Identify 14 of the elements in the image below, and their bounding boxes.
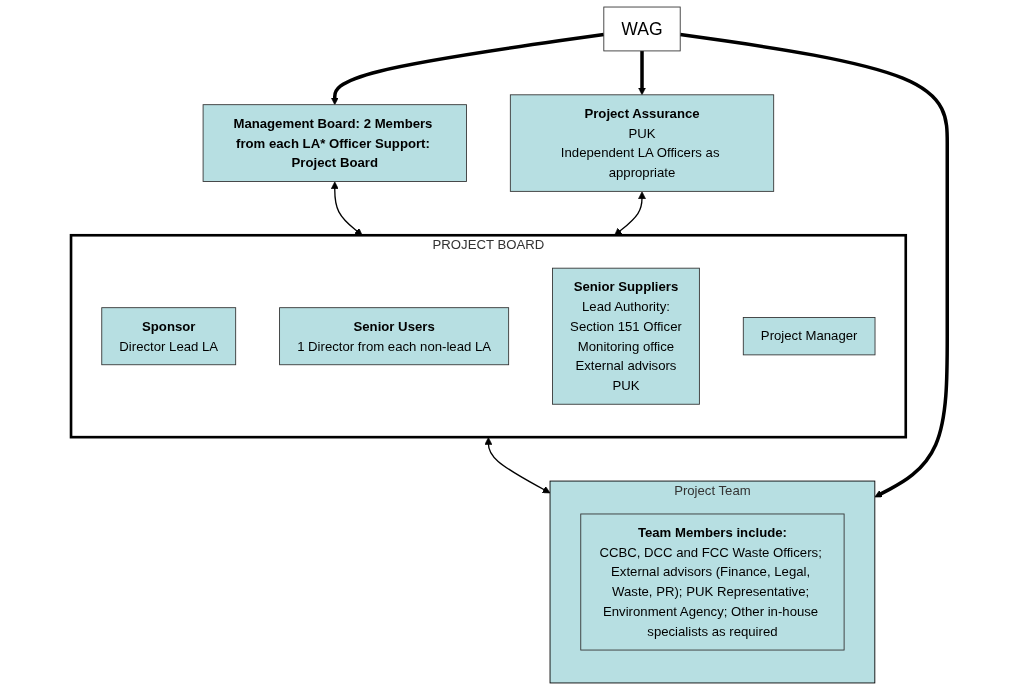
node-box: Project Assurance PUK Independent LA Officers as appropriate <box>510 94 775 192</box>
arrow <box>331 32 605 106</box>
node-box: Senior Suppliers Lead Authority: Section 151 Officer Monitoring office External advisors PUK <box>552 267 701 405</box>
node-box: Team Members include: CCBC, DCC and FCC Waste Officers; External advisors (Finance, Legal, Waste, PR); PUK Representative; Environment Agency; Other in-house specialists as required <box>580 513 845 651</box>
arrow <box>638 50 647 96</box>
arrow <box>614 191 647 236</box>
node-box: Management Board: 2 Members from each LA* Officer Support: Project Board <box>203 104 468 182</box>
arrow <box>484 437 551 494</box>
node-box: WAG <box>603 6 681 52</box>
node-box: Senior Users 1 Director from each non-lead LA <box>279 307 510 366</box>
node-box: Sponsor Director Lead LA <box>101 307 237 366</box>
node-box: Project Manager <box>743 317 876 356</box>
arrow <box>331 181 363 236</box>
arrow <box>680 32 950 498</box>
